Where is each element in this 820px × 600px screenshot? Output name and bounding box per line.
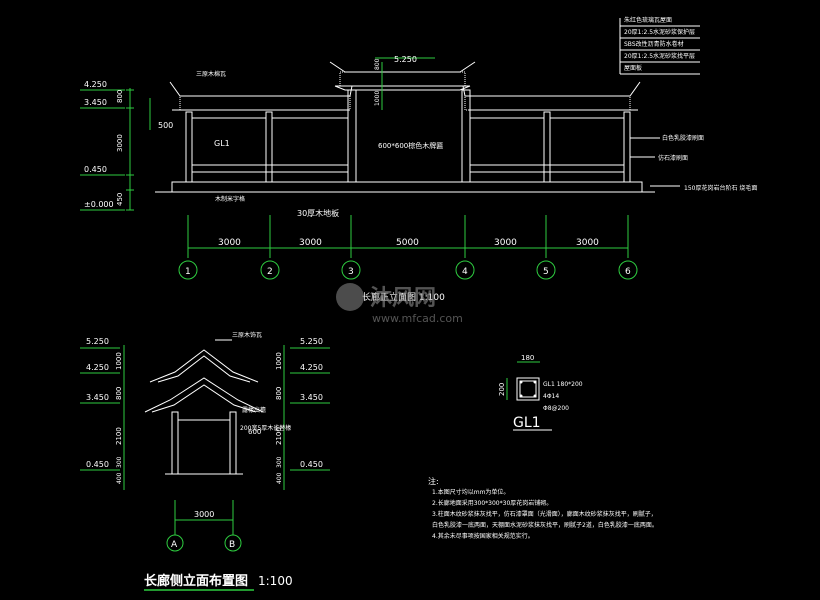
roof-note-1: 朱红色琉璃瓦屋面 (624, 16, 672, 24)
note-1: 1.本图尺寸均以mm为单位。 (432, 488, 509, 496)
watermark-url: www.mfcad.com (372, 312, 463, 325)
side-level-left-3: 3.450 (86, 393, 109, 402)
axis-bubbles-front: 1 2 3 4 5 6 (178, 260, 638, 280)
beam-dim-600: 600 (248, 428, 261, 436)
front-elevation: 4.250 3.450 0.450 ±0.000 800 3000 450 50… (80, 16, 757, 303)
axis-dimension-line: 3000 3000 5000 3000 3000 (187, 215, 629, 258)
beam-gl1-label: GL1 (214, 139, 230, 148)
axis-a: A (171, 540, 178, 550)
stone-paint-label: 仿石漆刷面 (658, 154, 688, 162)
span-3: 5000 (396, 238, 419, 248)
level-0450: 0.450 (84, 165, 107, 174)
roof-material-notes: 朱红色琉璃瓦屋面 20厚1:2.5水泥砂浆保护层 SBS改性沥青防水卷材 20厚… (619, 16, 757, 192)
axis-2: 2 (267, 267, 273, 277)
side-level-right-2: 4.250 (300, 363, 323, 372)
axis-b: B (229, 540, 235, 550)
roof-note-4: 20厚1:2.5水泥砂浆找平层 (624, 52, 695, 60)
beam-spec-1: GL1 180*200 (543, 381, 583, 388)
level-0000: ±0.000 (84, 200, 114, 209)
side-dim-left-5: 400 (116, 472, 123, 484)
granite-step-label: 150厚花岗岩台阶石 烧毛面 (684, 184, 757, 192)
beam-spec-3: Φ8@200 (543, 405, 569, 412)
side-dim-right-1: 1000 (275, 352, 283, 370)
axis-1: 1 (185, 267, 191, 277)
level-4250: 4.250 (84, 80, 107, 89)
side-dim-left-3: 2100 (115, 427, 123, 445)
roof-note-3: SBS改性沥青防水卷材 (624, 40, 684, 48)
note-4: 白色乳胶漆一底两面，天棚面水泥砂浆抹灰找平，刷腻子2道，白色乳胶漆一底两面。 (432, 521, 658, 529)
front-elevation-title: 长廊正立面图 1:100 (362, 291, 445, 303)
rafter-label: 露椽出檐 (242, 406, 266, 414)
bracket-label: 200宽5厚木雀替椽 (240, 424, 291, 432)
note-3: 3.柱面木纹砂浆抹灰找平，仿石漆罩面（光滑面），廊面木纹砂浆抹灰找平，刷腻子， (432, 510, 657, 518)
notes-heading: 注: (428, 476, 439, 486)
side-level-right-3: 3.450 (300, 393, 323, 402)
axis-3: 3 (348, 267, 354, 277)
dim-800: 800 (116, 90, 124, 103)
center-pavilion-roof: 5.250 800 1000 (329, 55, 476, 110)
side-width-dim: 3000 (194, 510, 214, 519)
side-dim-right-5: 400 (276, 472, 283, 484)
side-elevation-title: 长廊侧立面布置图 (144, 573, 248, 589)
beam-section-gl1: 180 200 GL1 180*200 4Φ14 Φ8@200 GL1 (498, 354, 583, 431)
general-notes: 注: 1.本图尺寸均以mm为单位。 2.长廊地面采用300*300*30厚花岗岩… (428, 476, 658, 540)
watermark-brand: 沐风网 (370, 286, 436, 311)
wall-paint-label: 白色乳胶漆刷面 (662, 134, 704, 142)
side-dim-left-4: 300 (116, 456, 123, 468)
brace-label: 木制米字格 (215, 195, 245, 203)
side-level-left-1: 5.250 (86, 337, 109, 346)
side-elevation: 5.250 4.250 3.450 0.450 1000 800 2100 30… (80, 331, 330, 591)
span-2: 3000 (299, 238, 322, 248)
roof-tile-label: 三原木棉瓦 (196, 70, 226, 78)
front-base: 木制米字格 30厚木地板 (155, 181, 655, 218)
beam-width: 180 (521, 354, 534, 362)
center-sign-label: 600*600棕色木牌匾 (378, 141, 443, 150)
side-dim-left-1: 1000 (115, 352, 123, 370)
side-roof-label: 三原木饰瓦 (232, 331, 262, 339)
dim-3000: 3000 (116, 134, 124, 152)
dim-1000-center: 1000 (374, 91, 381, 106)
span-4: 3000 (494, 238, 517, 248)
span-5: 3000 (576, 238, 599, 248)
note-5: 4.其余未尽事项按国家相关规范实行。 (432, 532, 534, 540)
side-roofs: 三原木棉瓦 (169, 70, 641, 111)
side-dim-right-2: 800 (275, 387, 283, 400)
side-dim-right-3: 2100 (275, 427, 283, 445)
level-markers-left: 4.250 3.450 0.450 ±0.000 800 3000 450 50… (80, 80, 173, 211)
side-elevation-scale: 1:100 (258, 574, 293, 588)
axis-6: 6 (625, 267, 631, 277)
beam-height: 200 (498, 383, 506, 396)
side-level-right-1: 5.250 (300, 337, 323, 346)
floor-label: 30厚木地板 (297, 208, 339, 218)
axis-4: 4 (462, 267, 468, 277)
beam-spec-2: 4Φ14 (543, 393, 559, 400)
side-level-left-4: 0.450 (86, 460, 109, 469)
watermark: 沐风网 www.mfcad.com (336, 283, 463, 325)
side-level-right-4: 0.450 (300, 460, 323, 469)
span-1: 3000 (218, 238, 241, 248)
note-2: 2.长廊地面采用300*300*30厚花岗岩铺砌。 (432, 499, 552, 507)
dim-800-center: 800 (374, 58, 381, 70)
side-level-left-2: 4.250 (86, 363, 109, 372)
side-dim-right-4: 300 (276, 456, 283, 468)
level-3450: 3.450 (84, 98, 107, 107)
front-columns: GL1 600*600棕色木牌匾 (185, 89, 631, 183)
side-dim-left-2: 800 (115, 387, 123, 400)
dim-500: 500 (158, 121, 173, 130)
top-level-5250: 5.250 (394, 55, 417, 64)
roof-note-2: 20厚1:2.5水泥砂浆保护层 (624, 28, 695, 36)
beam-section-title: GL1 (513, 415, 541, 431)
dim-450: 450 (116, 193, 124, 206)
axis-5: 5 (543, 267, 549, 277)
roof-note-5: 屋面板 (624, 64, 642, 72)
